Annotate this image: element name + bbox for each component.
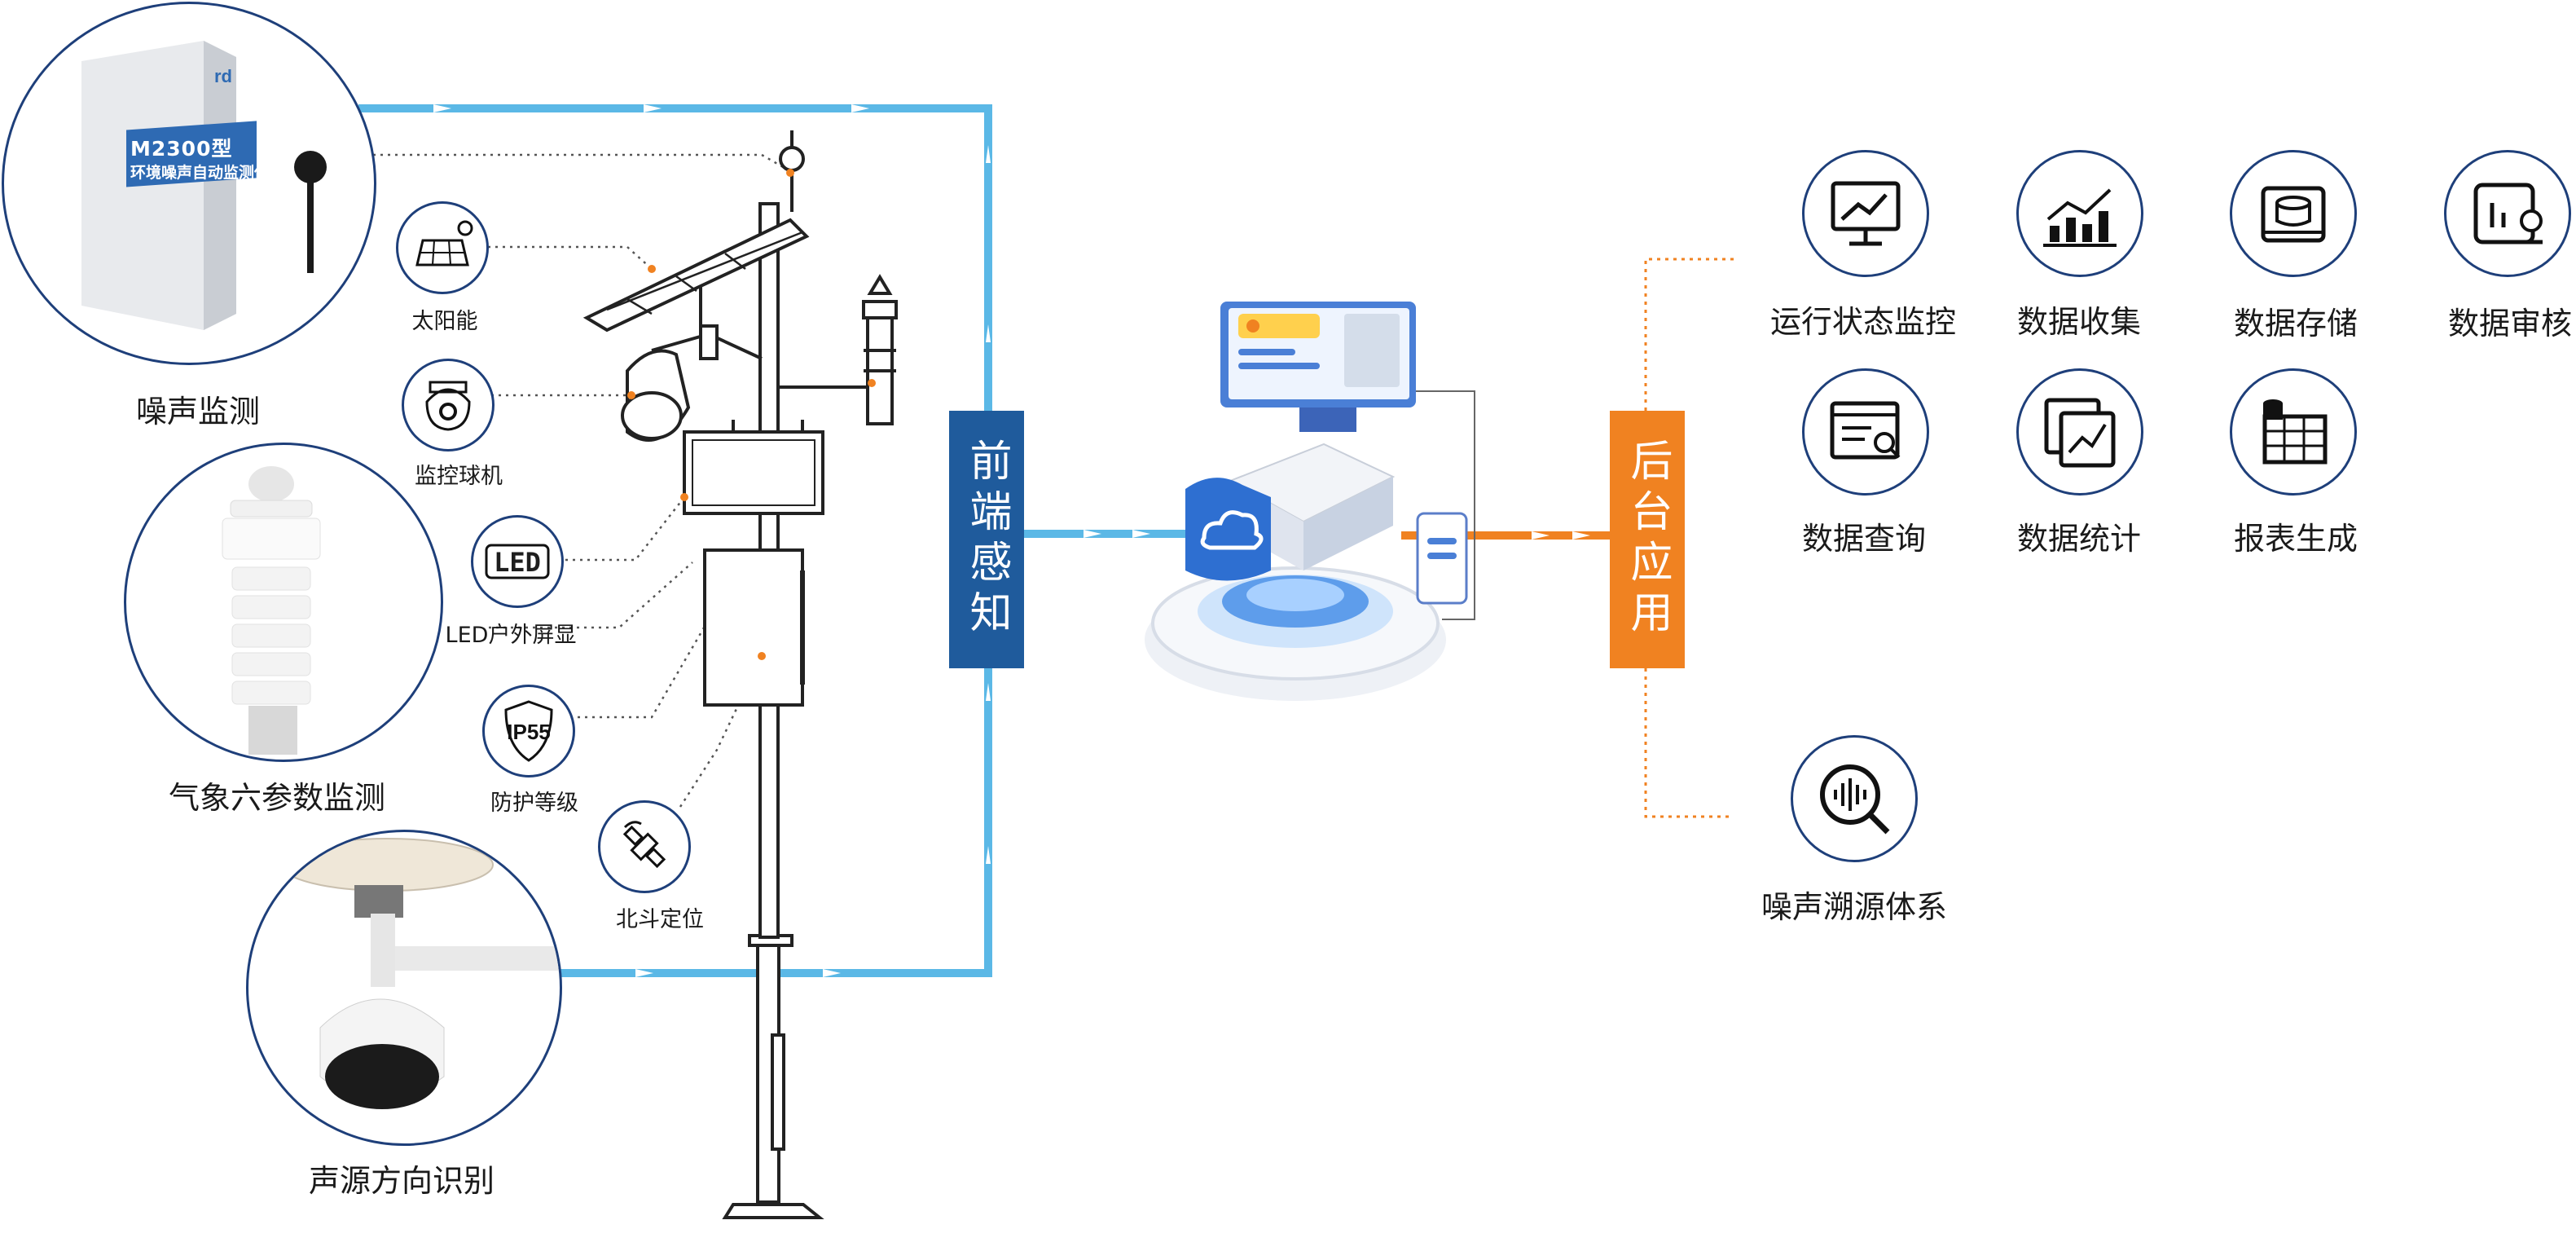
- noise-monitor-image: rd: [81, 41, 327, 330]
- feature-led: LED: [471, 515, 564, 608]
- feature-label-solar: 太阳能: [411, 309, 478, 334]
- weather-sensor-image: [222, 466, 321, 755]
- weather-sensor-circle: [124, 443, 443, 762]
- audit-icon: [2473, 183, 2543, 244]
- device-label-weather: 气象六参数监测: [168, 780, 386, 816]
- app-label-query: 数据查询: [1801, 521, 1927, 557]
- app-label-trace: 噪声溯源体系: [1761, 889, 1948, 925]
- sound-search-icon: [1820, 764, 1890, 835]
- feature-ip55: IP55: [482, 685, 575, 777]
- device-label-sound-source: 声源方向识别: [308, 1163, 495, 1199]
- svg-text:rd: rd: [214, 66, 232, 86]
- app-runtime-monitor: [1802, 150, 1929, 277]
- feature-label-led: LED户外屏显: [445, 623, 577, 648]
- front-box-text: 前端感知: [962, 438, 1011, 641]
- leader-lines: [373, 153, 791, 808]
- backend-application-box: 后台应用: [1610, 411, 1685, 668]
- app-label-runtime: 运行状态监控: [1769, 304, 1957, 340]
- feature-solar: [396, 201, 489, 294]
- device-model-text: M2300型: [130, 137, 233, 161]
- app-data-collect: [2016, 150, 2143, 277]
- feature-label-ip55: 防护等级: [490, 791, 578, 816]
- search-list-icon: [1830, 401, 1901, 460]
- statistics-icon: [2044, 398, 2116, 468]
- app-label-audit: 数据审核: [2447, 306, 2573, 341]
- front-perception-box: 前端感知: [949, 411, 1024, 668]
- sound-camera-circle: [246, 830, 562, 1146]
- device-label-noise: 噪声监测: [135, 394, 261, 429]
- sound-camera-image: [280, 838, 560, 1109]
- satellite-icon: [622, 821, 666, 869]
- led-screen-icon: LED: [485, 544, 550, 579]
- shield-ip55-icon: IP55: [504, 700, 553, 762]
- app-data-statistics: [2016, 368, 2143, 496]
- app-data-query: [1802, 368, 1929, 496]
- back-box-text: 后台应用: [1623, 438, 1672, 641]
- feature-label-beidou: 北斗定位: [616, 907, 704, 932]
- table-icon: [2262, 399, 2328, 465]
- app-data-audit: [2444, 150, 2571, 277]
- app-noise-trace: [1791, 735, 1918, 862]
- feature-camera: [402, 359, 495, 452]
- feature-label-camera: 监控球机: [415, 464, 503, 489]
- noise-monitor-circle: rd M2300型 环境噪声自动监测仪: [2, 2, 376, 365]
- dome-camera-icon: [425, 381, 471, 431]
- monitor-chart-icon: [1831, 181, 1901, 246]
- app-label-statistics: 数据统计: [2016, 521, 2142, 557]
- bar-chart-icon: [2043, 188, 2117, 247]
- cloud-platform: [1145, 302, 1475, 701]
- database-icon: [2261, 186, 2326, 243]
- app-label-collect: 数据收集: [2016, 304, 2142, 340]
- led-badge-text: LED: [494, 547, 541, 578]
- ip-badge-text: IP55: [507, 720, 551, 744]
- app-label-storage: 数据存储: [2233, 306, 2358, 341]
- app-report-gen: [2230, 368, 2357, 496]
- feature-beidou: [598, 800, 691, 893]
- app-data-storage: [2230, 150, 2357, 277]
- app-label-report: 报表生成: [2233, 521, 2358, 557]
- monitoring-pole: [582, 130, 898, 1219]
- device-name-text: 环境噪声自动监测仪: [130, 164, 270, 182]
- solar-panel-icon: [415, 220, 473, 266]
- line-arrows: [433, 104, 1150, 977]
- pole-dots: [627, 169, 876, 660]
